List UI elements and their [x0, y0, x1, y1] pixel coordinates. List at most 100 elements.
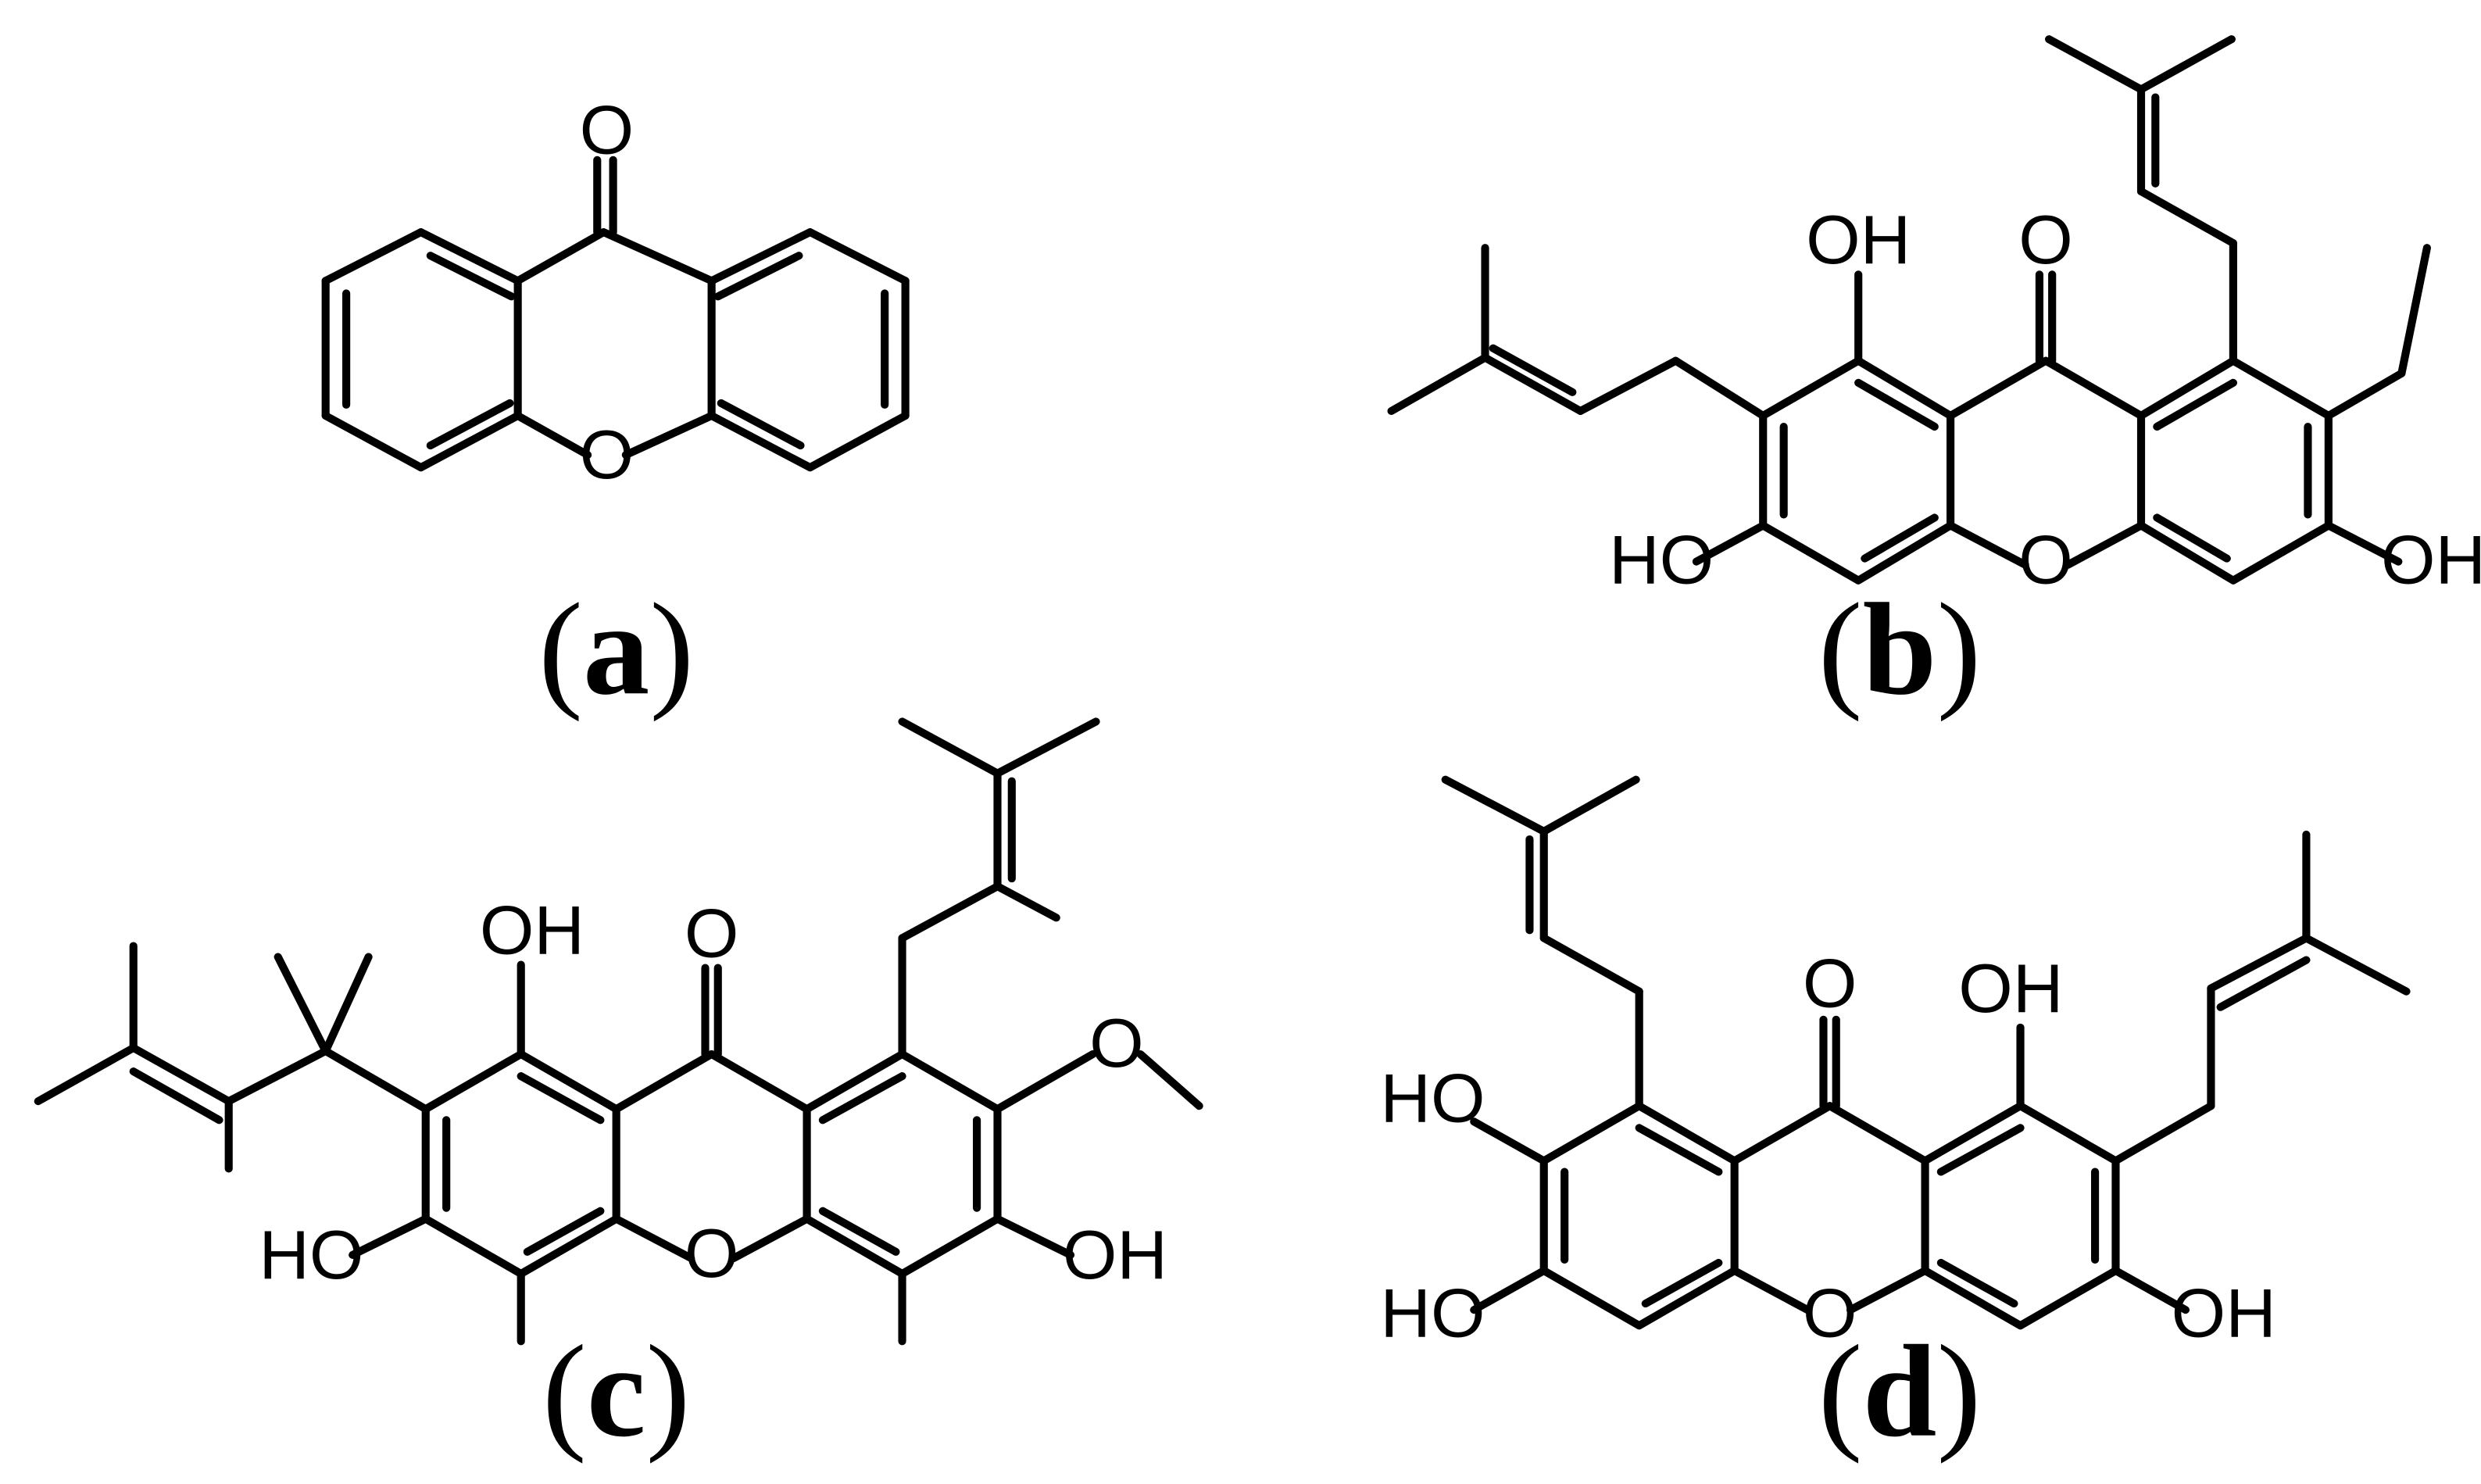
- atom-label: O: [1803, 945, 1857, 1021]
- bond: [993, 1050, 1097, 1114]
- bond: [898, 1050, 1002, 1114]
- atom-label: OH: [1063, 1217, 1167, 1293]
- bond: [321, 411, 425, 472]
- bond: [517, 1050, 620, 1114]
- bond: [2136, 356, 2237, 420]
- bond: [34, 1043, 138, 1106]
- bond: [321, 1046, 430, 1114]
- bond: [1759, 521, 1863, 585]
- bond: [2153, 378, 2237, 431]
- bond: [1576, 356, 1680, 415]
- bond: [2045, 35, 2146, 94]
- bond: [416, 411, 522, 472]
- bond: [517, 1214, 620, 1278]
- bond: [612, 1050, 716, 1114]
- bond: [993, 882, 1060, 922]
- bond: [426, 252, 516, 301]
- caption-b: (b): [1818, 576, 1982, 722]
- atom-label: OH: [480, 892, 585, 968]
- bond: [513, 228, 608, 285]
- structure-a: O O: [321, 91, 910, 493]
- bond: [1730, 1266, 1812, 1314]
- bond: [621, 411, 716, 460]
- atom-label: OH: [2381, 521, 2481, 598]
- bond: [2324, 369, 2406, 420]
- bond: [224, 1046, 330, 1106]
- atom-label: HO: [259, 1217, 363, 1293]
- bond: [2016, 1266, 2120, 1330]
- bond: [129, 1067, 223, 1125]
- bond: [2136, 187, 2237, 248]
- bond: [1846, 1266, 1929, 1314]
- bond: [513, 411, 592, 460]
- bond: [2216, 956, 2311, 1011]
- bond: [321, 228, 425, 285]
- bond: [806, 228, 910, 285]
- bond: [1947, 521, 2029, 569]
- bond: [2397, 244, 2431, 377]
- bond: [818, 1207, 900, 1256]
- bond: [707, 228, 814, 285]
- atom-label: O: [1089, 1005, 1144, 1082]
- bond: [993, 717, 1100, 778]
- bond: [1921, 1102, 2025, 1165]
- bond: [1671, 356, 1768, 420]
- structure-d: HO O OH HO O OH: [1380, 775, 2411, 1351]
- caption-d: (d): [1818, 1318, 1982, 1464]
- bond: [2229, 356, 2333, 420]
- bond: [1481, 353, 1585, 415]
- bond: [1635, 1102, 1739, 1165]
- bond: [1759, 356, 1863, 420]
- atom-label: O: [1803, 1275, 1857, 1351]
- bond: [129, 1043, 233, 1106]
- atom-label: HO: [1609, 521, 1714, 598]
- bond: [803, 1214, 906, 1278]
- bond: [2064, 521, 2146, 569]
- bond: [1921, 1266, 2025, 1330]
- bond: [707, 411, 814, 472]
- bond: [1441, 775, 1548, 835]
- bond: [421, 1050, 525, 1114]
- bond: [898, 882, 1002, 942]
- bond: [612, 1214, 695, 1262]
- bond: [2111, 1102, 2215, 1165]
- atom-label: O: [2018, 202, 2073, 278]
- atom-label: HO: [1380, 1060, 1485, 1136]
- bond: [1730, 1102, 1834, 1165]
- atom-label: O: [580, 417, 635, 493]
- atom-label: OH: [1806, 202, 1911, 278]
- bond: [599, 228, 716, 285]
- bond: [517, 1072, 605, 1125]
- atom-label: O: [2018, 521, 2073, 598]
- bond: [1825, 1102, 1929, 1165]
- bond: [1854, 521, 1955, 585]
- bond: [1387, 353, 1489, 415]
- caption-c: (c): [542, 1318, 691, 1464]
- bond: [2153, 513, 2231, 563]
- bond: [1854, 356, 1955, 420]
- bond: [818, 1072, 906, 1125]
- bond: [993, 1214, 1075, 1259]
- atom-label: O: [685, 895, 739, 971]
- bond: [1936, 1124, 2025, 1176]
- bond: [2324, 521, 2403, 566]
- bond: [1539, 775, 1640, 835]
- bond: [1470, 1117, 1548, 1165]
- bond: [321, 953, 373, 1055]
- bond: [2041, 356, 2146, 420]
- bond: [1641, 1258, 1723, 1308]
- bond: [803, 1050, 906, 1114]
- bond: [1635, 1266, 1739, 1330]
- bond: [349, 1214, 430, 1259]
- bond: [2136, 35, 2236, 94]
- atom-label: O: [685, 1215, 739, 1292]
- bond: [1470, 1266, 1548, 1314]
- bond: [898, 717, 1002, 778]
- atom-label: O: [580, 91, 635, 168]
- bond: [1539, 1102, 1643, 1165]
- bond: [1489, 344, 1577, 396]
- atom-label: OH: [2172, 1275, 2276, 1351]
- bond: [2302, 934, 2411, 996]
- bond: [1692, 521, 1768, 566]
